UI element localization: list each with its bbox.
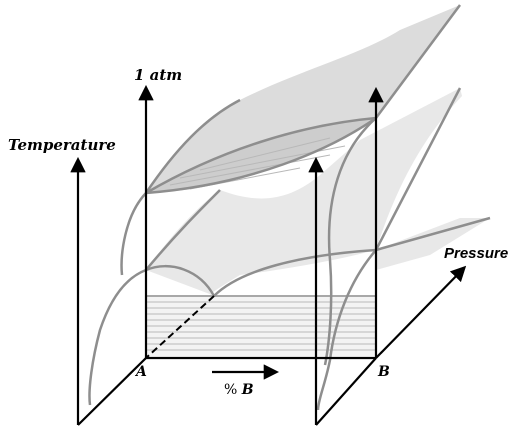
middle-phase-surface: [146, 88, 462, 297]
eutectic-dashed-line: [145, 295, 215, 359]
pressure-label: Pressure: [444, 245, 508, 262]
temperature-label: Temperature: [8, 136, 116, 154]
percent-b-label: % B: [224, 382, 254, 398]
base-front-left: [77, 357, 147, 426]
right-back-surface: [376, 218, 490, 270]
upper-phase-surface: [146, 5, 460, 193]
base-front-right: [315, 357, 377, 426]
axes: [70, 84, 467, 426]
pressure-axis: [375, 265, 467, 359]
point-a-label: A: [134, 364, 147, 380]
phase-boundary-curves: [88, 4, 491, 411]
percent-b-letter: B: [241, 382, 254, 398]
point-b-label: B: [377, 364, 390, 380]
upper-lens-region: [146, 118, 376, 193]
one-atm-label: 1 atm: [134, 66, 182, 84]
percent-symbol: %: [224, 382, 242, 398]
